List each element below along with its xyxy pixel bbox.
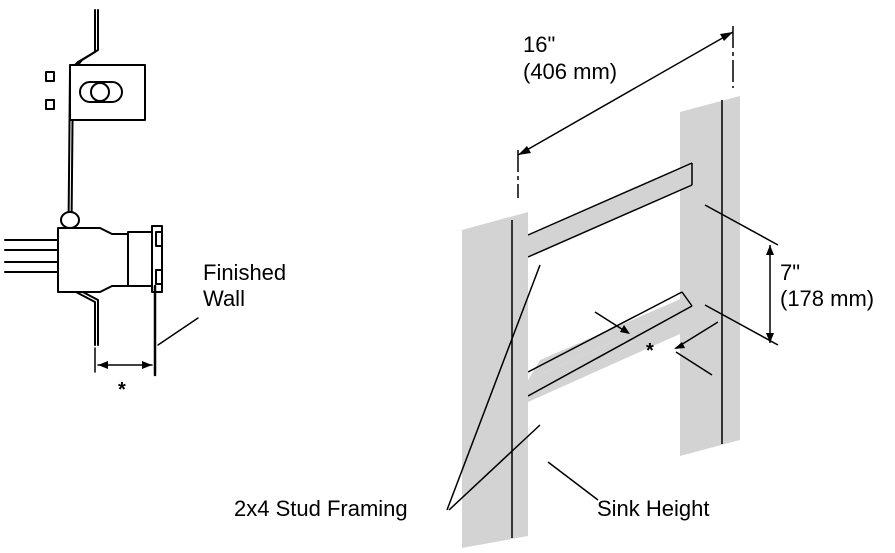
upper-blocking-edge-mid: [527, 184, 693, 258]
bracket-tab: [69, 64, 146, 121]
blocking-extension-bottom: [704, 304, 779, 346]
lower-blocking-top: [528, 294, 692, 380]
spacing-arrow-right: [720, 32, 733, 41]
lower-blocking-edge-end: [681, 291, 693, 307]
lower-blocking-edge-mid: [527, 305, 693, 397]
blocking-dimension-label-line1: 7": [780, 260, 800, 285]
bracket-tab-clip-top: [45, 71, 55, 82]
offset-arrow-right-r: [674, 342, 685, 349]
blocking-arrow-top: [766, 245, 774, 255]
valve-side-view: [4, 9, 199, 377]
spacing-arrow-left: [518, 146, 531, 155]
offset-tail-right: [675, 351, 713, 376]
valve-flange-screw-bottom: [155, 269, 163, 285]
blocking-extension-top: [704, 204, 779, 246]
back-stud: [680, 96, 740, 456]
upper-blocking-edge-top: [527, 162, 693, 236]
valve-bonnet: [127, 231, 153, 287]
stud-framing-leader-2: [448, 424, 541, 511]
stud-framing-label: 2x4 Stud Framing: [234, 496, 408, 521]
sink-height-label: Sink Height: [597, 496, 710, 521]
valve-fitting-top: [60, 211, 80, 229]
blocking-arrow-bottom: [766, 333, 774, 343]
spacing-dimension-label-line1: 16": [523, 32, 555, 57]
stud-framing-leader-1: [446, 264, 541, 511]
finished-wall-label-line2: Wall: [203, 286, 245, 311]
offset-arrow-left: [98, 361, 108, 369]
finished-wall-leader: [157, 317, 199, 346]
upper-blocking-face: [528, 168, 680, 257]
offset-marker-right: *: [646, 340, 654, 362]
mounting-screw-icon: [90, 82, 110, 102]
spacing-dimension-label-line2: (406 mm): [523, 59, 617, 84]
stud-framing-view: [446, 26, 779, 548]
bracket-tab-clip-bottom: [45, 99, 55, 110]
valve-flange-screw-top: [155, 231, 163, 247]
spacing-dimension-line: [517, 31, 734, 156]
mounting-bracket-inner: [70, 9, 99, 346]
offset-arrow-left-r: [620, 325, 630, 334]
valve-body: [57, 227, 129, 293]
valve-flange: [151, 225, 163, 293]
front-stud: [462, 212, 528, 548]
finished-wall-label-line1: Finished: [203, 260, 286, 285]
mounting-slot-icon: [79, 81, 123, 103]
offset-marker-left: *: [118, 379, 126, 401]
offset-arrow-right: [142, 361, 152, 369]
lower-blocking-face: [528, 312, 680, 402]
lower-blocking-edge-top: [527, 291, 683, 373]
sink-height-leader: [547, 461, 599, 501]
offset-tick-right: [675, 321, 719, 349]
blocking-dimension-label-line2: (178 mm): [780, 286, 874, 311]
